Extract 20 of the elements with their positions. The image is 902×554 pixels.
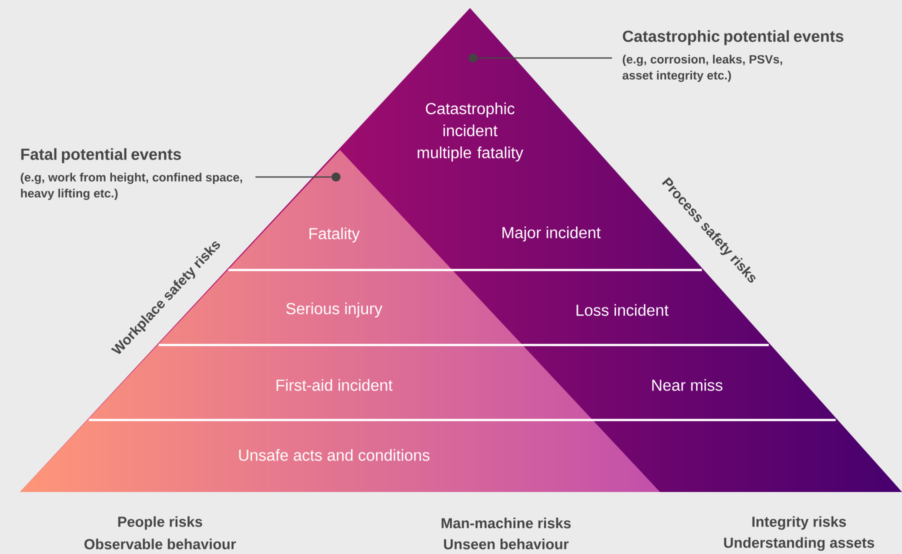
tier-label: Serious injury — [286, 302, 382, 318]
category-label: People risks — [118, 516, 202, 530]
category-label: Unseen behaviour — [444, 538, 569, 550]
leader-dot — [468, 54, 478, 62]
tier-label: Loss incident — [576, 304, 669, 316]
tier-label: Fatality — [310, 228, 360, 242]
category-label: Observable behaviour — [84, 538, 236, 550]
category-label: Integrity risks — [752, 516, 846, 530]
callout-text: Fatal potential events (e.g, work from height, confined space, heavy lifting etc.) — [20, 148, 242, 200]
category-label: Man-machine risks — [442, 518, 571, 528]
tier-label: Major incident — [502, 226, 601, 242]
tier-label: First-aid incident — [276, 379, 393, 391]
leader-line — [478, 57, 612, 59]
category-label: Understanding assets — [724, 537, 874, 551]
tier-label: Near miss — [652, 379, 722, 391]
leader-dot — [332, 172, 340, 182]
tier-label: Unsafe acts and conditions — [239, 449, 430, 461]
leader-line — [255, 176, 332, 178]
tier-label: Catastrophic incident multiple fatality — [418, 102, 524, 162]
callout-text: Catastrophic potential events (e.g, corrosion, leaks, PSVs, asset integrity etc.) — [622, 30, 844, 82]
